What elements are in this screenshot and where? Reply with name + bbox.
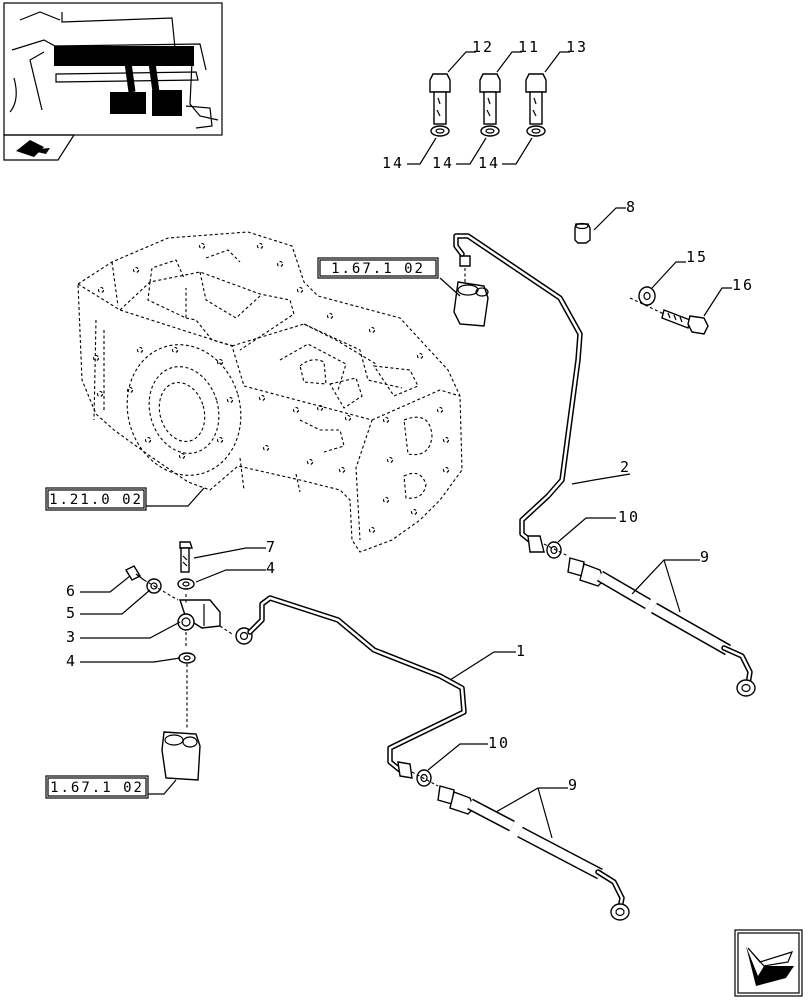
fitting-upper	[453, 255, 489, 327]
ref-label-top: 1.67.1 02	[331, 261, 425, 277]
label-1: 1	[516, 642, 527, 660]
label-8: 8	[626, 198, 637, 216]
plug-8	[574, 222, 591, 244]
pipe-2	[453, 233, 583, 545]
washer-15	[638, 286, 656, 306]
bolt-12	[429, 73, 451, 137]
label-14-a: 14	[382, 154, 404, 172]
label-6: 6	[66, 582, 77, 600]
next-page-arrow-icon[interactable]	[734, 929, 803, 997]
bolt-13	[525, 73, 547, 137]
label-10-a: 10	[618, 508, 640, 526]
washer-4-lower	[178, 652, 196, 664]
label-11: 11	[518, 38, 540, 56]
label-10-b: 10	[488, 734, 510, 752]
label-16: 16	[732, 276, 754, 294]
label-2: 2	[620, 458, 631, 476]
ref-box-bottom[interactable]: 1.67.1 02	[45, 775, 149, 799]
fitting-lower	[161, 731, 201, 781]
ref-label-bottom: 1.67.1 02	[50, 780, 144, 796]
label-4-a: 4	[266, 559, 277, 577]
banjo-upper	[527, 535, 562, 559]
label-3: 3	[66, 628, 77, 646]
book-icon[interactable]	[3, 134, 76, 161]
bolt-7	[179, 541, 193, 573]
tee-block-3	[177, 599, 221, 631]
ref-box-middle[interactable]: 1.21.0 02	[45, 487, 147, 511]
bolt-11	[479, 73, 501, 137]
label-4-b: 4	[66, 652, 77, 670]
label-15: 15	[686, 248, 708, 266]
label-14-c: 14	[478, 154, 500, 172]
banjo-lower	[397, 761, 432, 787]
bolt-6	[125, 565, 145, 581]
label-14-b: 14	[432, 154, 454, 172]
location-thumbnail	[3, 2, 223, 136]
bolt-16	[661, 309, 709, 335]
washer-4-upper	[177, 578, 195, 590]
hose-9-upper	[567, 557, 756, 697]
hose-9-lower	[437, 785, 630, 921]
label-9-a: 9	[700, 548, 711, 566]
label-12: 12	[472, 38, 494, 56]
label-7: 7	[266, 538, 277, 556]
label-5: 5	[66, 604, 77, 622]
pipe-1	[247, 595, 467, 773]
ref-box-top[interactable]: 1.67.1 02	[317, 257, 439, 279]
ref-label-middle: 1.21.0 02	[49, 492, 143, 508]
transmission-housing	[77, 231, 463, 553]
label-13: 13	[566, 38, 588, 56]
label-9-b: 9	[568, 776, 579, 794]
